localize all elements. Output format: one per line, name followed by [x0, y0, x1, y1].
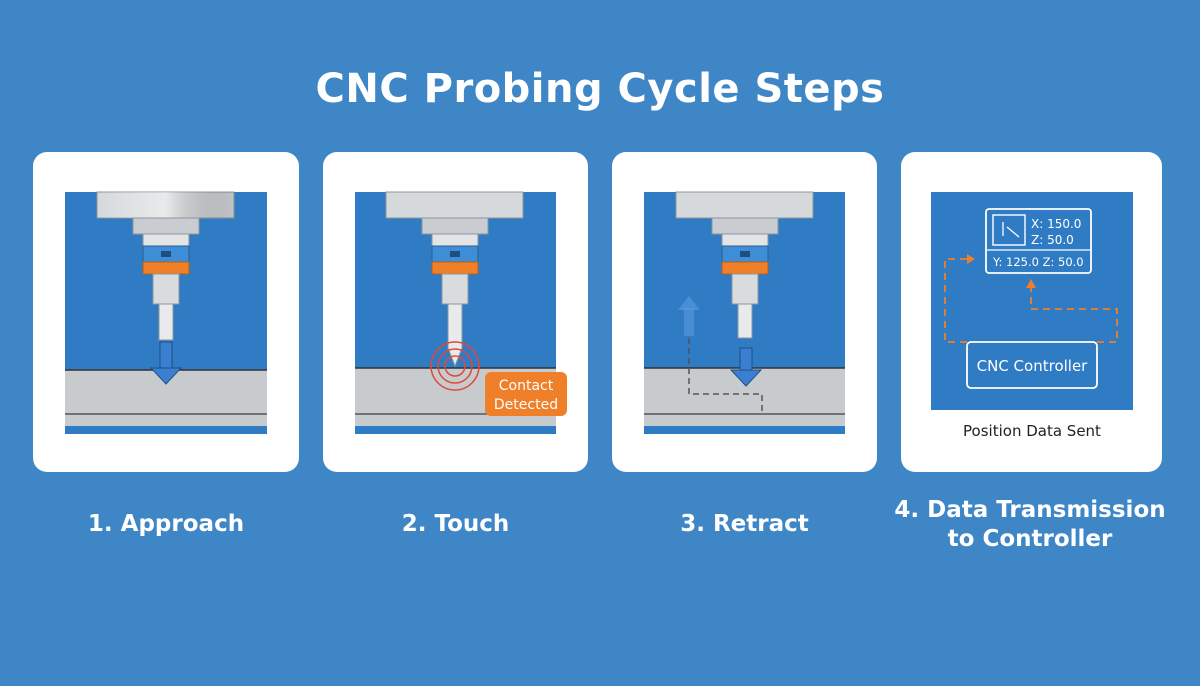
down-arrow-shaft	[159, 341, 173, 369]
holder-ring	[431, 233, 479, 247]
approach-diagram	[65, 191, 267, 434]
down-arrow-shaft	[739, 347, 753, 371]
cnc-controller-label: CNC Controller	[977, 357, 1089, 375]
holder-orange-band	[431, 261, 479, 275]
up-arrow-icon	[678, 296, 700, 310]
right-connector-dashed	[1030, 286, 1118, 343]
holder-ring	[721, 233, 769, 247]
holder-window	[450, 251, 460, 257]
step-label-retract: 3. Retract	[680, 511, 809, 537]
right-connector-arrow-icon	[1026, 279, 1036, 288]
spindle-head	[385, 191, 524, 219]
contact-callout	[485, 372, 567, 416]
readout-bottom: Y: 125.0 Z: 50.0	[992, 255, 1084, 269]
retract-path-dashed	[688, 338, 763, 414]
holder-orange-band	[142, 261, 190, 275]
left-connector-dashed	[944, 258, 969, 343]
step-card-retract	[612, 152, 877, 472]
step-label-line1: 4. Data Transmission	[894, 497, 1166, 523]
holder-window	[740, 251, 750, 257]
contact-ring-middle	[437, 348, 473, 384]
page-title: CNC Probing Cycle Steps	[315, 66, 885, 112]
holder-window	[161, 251, 171, 257]
left-connector-arrow-icon	[967, 254, 975, 264]
down-arrow-icon	[729, 369, 763, 387]
spindle-head	[675, 191, 814, 219]
holder-ring	[142, 233, 190, 247]
data-transmission-diagram: X: 150.0 Z: 50.0 Y: 125.0 Z: 50.0 CNC Co…	[931, 192, 1133, 440]
down-arrow-icon	[149, 367, 183, 385]
contact-ring-outer	[430, 341, 480, 391]
spindle-collar	[421, 217, 489, 235]
probe-body	[731, 273, 759, 305]
probe-symbol-tip-icon	[1006, 226, 1020, 238]
readout-x: X: 150.0	[1031, 217, 1081, 231]
step-card-touch: Contact Detected	[323, 152, 588, 472]
step-label-touch: 2. Touch	[401, 511, 510, 537]
position-readout-panel	[985, 208, 1092, 274]
step-card-approach	[33, 152, 299, 472]
holder-orange-band	[721, 261, 769, 275]
card-caption: Position Data Sent	[963, 422, 1101, 440]
up-arrow-shaft	[684, 308, 694, 336]
step-label-data-transmission: 4. Data Transmission to Controller	[880, 496, 1180, 554]
touch-diagram: Contact Detected	[355, 191, 567, 434]
step-label-line2: to Controller	[947, 526, 1113, 552]
readout-z: Z: 50.0	[1031, 233, 1074, 247]
contact-callout-line2: Detected	[494, 397, 558, 413]
probe-body	[152, 273, 180, 305]
probe-symbol-box	[992, 214, 1026, 246]
probe-stylus	[158, 303, 174, 341]
probe-stylus	[737, 303, 753, 339]
spindle-collar	[132, 217, 200, 235]
retract-diagram	[644, 191, 845, 434]
step-label-approach: 1. Approach	[87, 511, 245, 537]
spindle-head-shading	[97, 192, 234, 218]
contact-ring-inner	[444, 355, 466, 377]
probe-body	[441, 273, 469, 305]
contact-callout-line1: Contact	[499, 378, 554, 394]
cnc-controller-box	[966, 341, 1098, 389]
step-card-data-transmission: X: 150.0 Z: 50.0 Y: 125.0 Z: 50.0 CNC Co…	[901, 152, 1162, 472]
spindle-collar	[711, 217, 779, 235]
